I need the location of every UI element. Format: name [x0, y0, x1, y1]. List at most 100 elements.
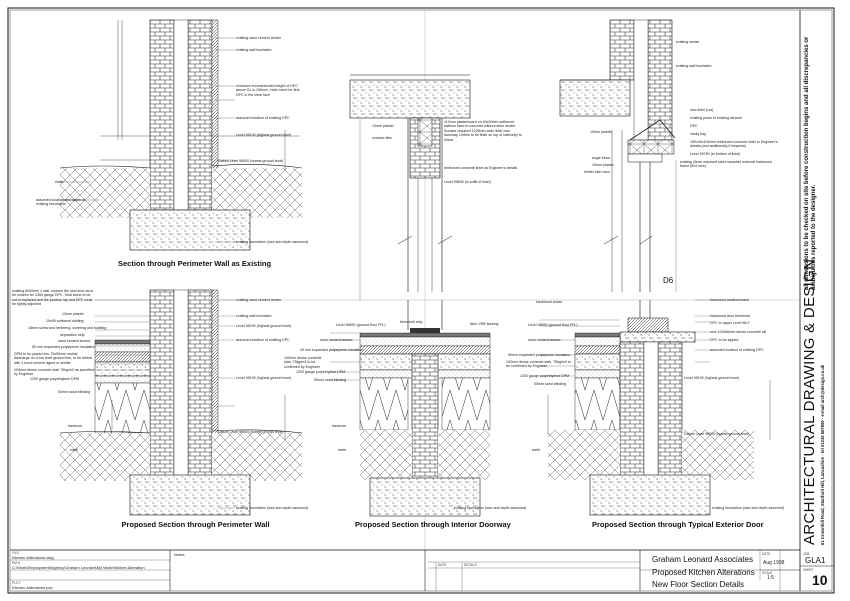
title-block-lines	[10, 550, 834, 591]
note: Level 98190 (highest ground level)	[684, 376, 740, 380]
note: timber skirt door	[584, 170, 610, 174]
note: Level 98550 (ground floor FFL)	[528, 323, 578, 327]
revision-date-header: DATE	[438, 563, 447, 567]
sheet-label: SHEET	[803, 568, 814, 572]
note: reinforced concrete lintel as Engineer's…	[444, 166, 518, 170]
note: 100mm dense concrete slab 75kg/m2 as spe…	[14, 368, 94, 377]
note: 50mm sand blinding	[314, 378, 347, 382]
note: existing sand cement render	[236, 298, 282, 302]
note: 50 mm expanded polystyrene insulation	[32, 345, 96, 349]
existing-wall-section	[59, 19, 303, 251]
note: separation strip	[60, 333, 85, 337]
door-tag: D6	[663, 276, 674, 285]
leader-lines	[95, 299, 710, 509]
proposed-doorway-section	[359, 300, 491, 517]
note: 18mm screw and tentering, covering and b…	[28, 326, 107, 330]
note: Datum Level 98000 (lowest ground level)	[218, 430, 284, 434]
doorway-head-section	[349, 74, 471, 300]
proposed-exterior-section	[547, 300, 771, 516]
note: Level 98190 (highest ground level)	[236, 376, 292, 380]
note: 1200 gauge polyethylene DPM	[520, 374, 570, 378]
note: threshold strip	[400, 320, 423, 324]
drawing-scale: 1:5	[767, 575, 774, 581]
note: ceramic tiles	[372, 136, 392, 140]
exterior-door-head-section	[559, 19, 677, 292]
date-label: DATE	[762, 552, 771, 556]
note: hardwood weatherboard	[710, 298, 749, 302]
note: hardcore	[68, 424, 83, 428]
note: 100x40x100mm reinforced concrete lintel …	[690, 140, 778, 149]
note: Level 98190 (highest ground level)	[236, 324, 292, 328]
client-name: Graham Leonard Associates	[652, 555, 753, 564]
file-label: FILE	[12, 551, 19, 555]
note: existing posts to existing window	[690, 116, 742, 120]
note: 50mm expanded polystyrene insulation	[508, 353, 571, 357]
caption-doorway: Proposed Section through Interior Doorwa…	[355, 520, 511, 529]
note: existing 6000mm x wall, replace the new …	[12, 289, 94, 307]
note: Level 99780 (to bottom of lintel)	[690, 152, 741, 156]
note: 19x95 softwood skirting	[46, 319, 84, 323]
note: 100mm dense concrete slab, 75kg/m3 to be…	[506, 360, 571, 369]
note: DPC	[690, 124, 698, 128]
file-name: Kitchen Alterations.dwg	[12, 555, 54, 560]
note: hardcore	[332, 424, 347, 428]
note: Level 98190 (highest ground level)	[236, 133, 292, 137]
note: earth	[55, 180, 64, 184]
note: angle bead	[592, 156, 610, 160]
note: existing wall insulation	[236, 314, 272, 318]
note: cavity tray	[690, 132, 707, 136]
path-label: PATH	[12, 561, 21, 565]
plot-label: PLOT	[12, 581, 21, 585]
note: Altro VSB flooring	[470, 322, 499, 326]
note: new 100x60mm dense concrete sill	[710, 330, 767, 334]
job-number: GLA1	[805, 556, 826, 565]
note: existing wall insulation	[236, 48, 272, 52]
sheet-number: 10	[812, 572, 828, 588]
note: assumed location of existing DPC	[236, 116, 290, 120]
note: hardwood board	[536, 300, 562, 304]
note: existing foundation (size and depth assu…	[236, 506, 309, 510]
scale-label: SCALE	[762, 571, 773, 575]
plot-file: Kitchen Alterations.pcp	[12, 585, 53, 590]
note: 50mm sand blinding	[534, 382, 567, 386]
note: Datum Level 98000 (lowest ground level)	[218, 159, 284, 163]
job-label: JOB	[803, 552, 810, 556]
note: 110mm plasterboard on 40x40mm softwood b…	[444, 120, 522, 142]
drawing-date: Aug 1998	[763, 560, 785, 566]
note: existing foundation (size and depth assu…	[454, 506, 527, 510]
note: 25 mm expanded polystyrene insulation	[300, 348, 364, 352]
note: earth	[338, 448, 347, 452]
note: 1200 gauge polyethylene DPM	[296, 370, 346, 374]
note: existing (6mm exposed steel cassette) ex…	[680, 160, 772, 169]
note: assumed location and depth of existing f…	[36, 198, 85, 207]
notes-label: Notes	[174, 552, 185, 557]
caption-existing: Section through Perimeter Wall as Existi…	[118, 259, 272, 268]
note: DPM to be placed into 75x50mm mortar, di…	[14, 352, 93, 365]
note: existing foundation (size and depth assu…	[236, 240, 309, 244]
note: existing foundation (size and depth assu…	[712, 506, 785, 510]
note: assumed location of existing DPC	[236, 338, 290, 342]
note: 50mm sand blinding	[58, 390, 91, 394]
note: 13mm plaster	[372, 124, 394, 128]
note: DPC to upper Level 98.0	[710, 321, 750, 325]
note: DPC to be lapped	[710, 338, 739, 342]
note: 100mm dense concrete slab, 75kg/m3 to be…	[284, 356, 322, 369]
note: existing render	[676, 40, 700, 44]
caption-exterior: Proposed Section through Typical Exterio…	[592, 520, 764, 529]
note: 10mm plaster	[590, 130, 612, 134]
revision-details-header: DETAILS	[464, 563, 478, 567]
project-name: Proposed Kitchen Alterations	[652, 568, 755, 577]
note: sand cement screed	[528, 338, 561, 342]
note: assumed location of existing DPC	[710, 348, 764, 352]
note: minimum recommended height of DPC above …	[236, 84, 300, 97]
note: earth	[70, 448, 79, 452]
note: 10mm plaster	[592, 163, 614, 167]
note: 1200 gauge polyethylene DPM	[30, 377, 80, 381]
sidebar-warning: all dimensions to be checked on site bef…	[804, 36, 817, 290]
caption-perimeter: Proposed Section through Perimeter Wall	[121, 520, 270, 529]
drawing-title: New Floor Section Details	[652, 580, 745, 589]
note: sand cement screed	[320, 338, 353, 342]
note: existing sand cement render	[236, 36, 282, 40]
note: existing wall insulation	[676, 64, 712, 68]
